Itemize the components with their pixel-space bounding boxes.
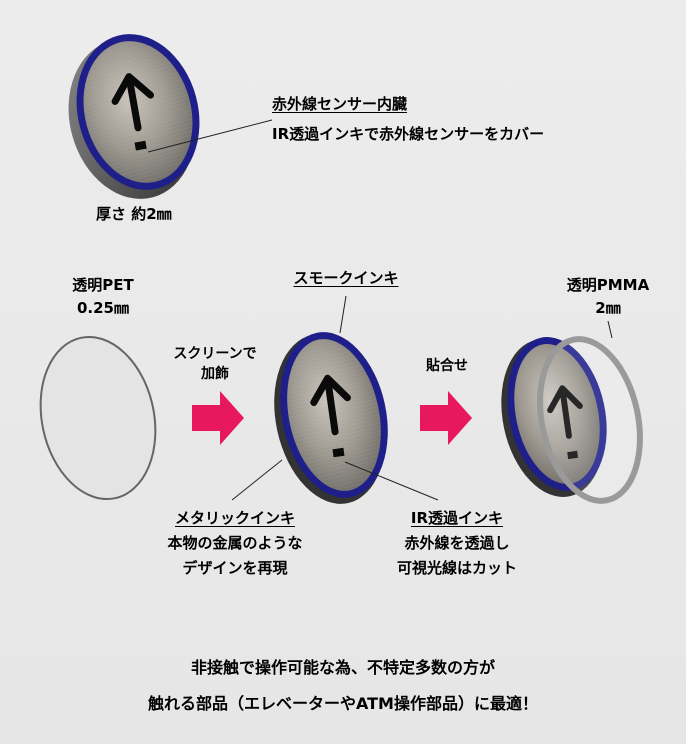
top-button	[68, 34, 200, 199]
laminated-button	[501, 336, 643, 504]
sensor-description: IR透過インキで赤外線センサーをカバー	[272, 125, 545, 143]
middle-button	[274, 332, 388, 504]
smoke-ink-label: スモークインキ	[293, 269, 399, 287]
bond-step-label: 貼合せ	[426, 358, 468, 374]
metallic-leader-line	[231, 459, 283, 501]
metallic-ink-line2: デザインを再現	[182, 559, 288, 577]
ir-leader-line	[344, 461, 439, 501]
ir-ink-title: IR透過インキ	[410, 509, 504, 527]
right-arrow-icon	[420, 391, 472, 445]
pmma-label: 透明PMMA	[566, 276, 650, 294]
pet-film	[39, 335, 157, 501]
screen-step-line2: 加飾	[201, 366, 229, 382]
metallic-ink-title: メタリックインキ	[174, 509, 295, 527]
footer-line2: 触れる部品（エレベーターやATM操作部品）に最適！	[148, 694, 538, 713]
sensor-leader-line	[147, 119, 273, 153]
up-arrow-icon	[111, 73, 155, 151]
pmma-leader-line	[607, 320, 613, 339]
pet-thickness: 0.25㎜	[76, 299, 129, 317]
smoke-leader-line	[339, 295, 347, 334]
up-arrow-icon	[547, 385, 583, 460]
right-arrow-icon	[192, 391, 244, 445]
pmma-thickness: 2㎜	[595, 299, 621, 317]
thickness-label: 厚さ 約2㎜	[96, 205, 172, 223]
ir-ink-line1: 赤外線を透過し	[404, 534, 510, 552]
ir-ink-line2: 可視光線はカット	[396, 559, 517, 577]
pmma-layer	[537, 336, 643, 504]
footer-line1: 非接触で操作可能な為、不特定多数の方が	[190, 658, 495, 677]
sensor-title: 赤外線センサー内臓	[272, 95, 408, 113]
metallic-ink-line1: 本物の金属のような	[167, 534, 303, 552]
pet-label: 透明PET	[72, 276, 134, 294]
screen-step-line1: スクリーンで	[173, 346, 257, 362]
up-arrow-icon	[310, 374, 351, 458]
